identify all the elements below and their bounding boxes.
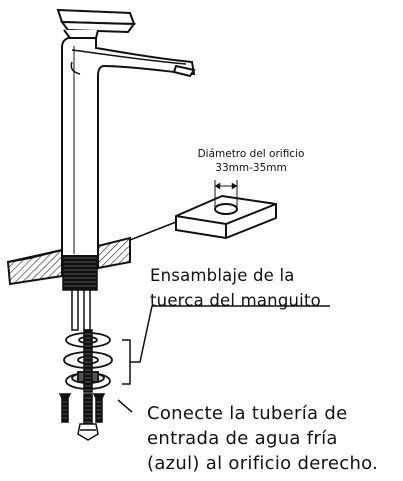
nut-assembly-line1: Ensamblaje de la (150, 266, 295, 285)
nut-assembly-bracket (122, 305, 330, 385)
countertop (6, 236, 131, 286)
hole-diameter-value: 33mm-35mm (215, 162, 287, 174)
cold-water-leader (117, 399, 133, 413)
nut-assembly-line2: tuerca del manguito (150, 291, 321, 310)
nut-assembly-label: Ensamblaje de la tuerca del manguito (150, 263, 321, 313)
cold-water-instruction: Conecte la tubería de entrada de agua fr… (147, 401, 378, 476)
cold-water-line3: (azul) al orificio derecho. (147, 453, 379, 474)
hole-diameter-title: Diámetro del orificio (197, 148, 305, 160)
faucet-handle (56, 8, 136, 39)
cold-water-line1: Conecte la tubería de (147, 403, 348, 424)
faucet-body (61, 37, 196, 257)
center-rod (83, 329, 93, 393)
mounting-bolts (58, 393, 106, 441)
detail-leader-line (129, 221, 177, 241)
cold-water-line2: entrada de agua fría (147, 428, 338, 449)
hole-diameter-label: Diámetro del orificio 33mm-35mm (186, 147, 316, 175)
supply-hoses (71, 289, 91, 331)
threaded-shank (62, 255, 98, 291)
hole-detail-block (175, 180, 277, 240)
